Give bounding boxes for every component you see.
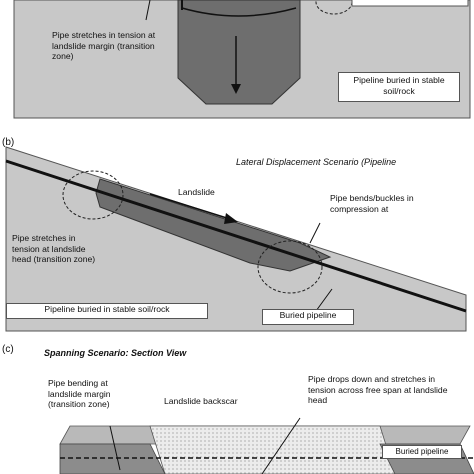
panel-c-tag: (c) bbox=[2, 344, 14, 355]
toe-zone-circle bbox=[257, 240, 323, 294]
backscar-face bbox=[149, 425, 396, 474]
panel-b-diagram bbox=[5, 146, 467, 332]
buried-pipe bbox=[5, 159, 467, 313]
compression-label: Pipe bends/buckles in compression at bbox=[330, 193, 414, 214]
callout-line bbox=[145, 0, 151, 21]
head-tension-label: Pipe stretches in tension at landslide h… bbox=[12, 233, 96, 264]
landslide-arrow-head bbox=[224, 213, 238, 224]
bending-label: Pipe bending at landslide margin (transi… bbox=[48, 378, 111, 409]
buried-pipeline-label-c: Buried pipeline bbox=[382, 445, 462, 459]
head-scarp-curve bbox=[181, 7, 297, 17]
stable-soil-label: Pipeline buried in stable soil/rock bbox=[338, 72, 460, 102]
head-zone-circle bbox=[62, 170, 124, 220]
stable-soil-label-b: Pipeline buried in stable soil/rock bbox=[6, 303, 208, 319]
pipe-tension-label: Pipe stretches in tension at landslide m… bbox=[52, 30, 156, 61]
landslide-label: Landslide bbox=[178, 187, 215, 197]
panel-b-tag: (b) bbox=[2, 137, 15, 148]
top-right-label-box bbox=[351, 0, 469, 7]
panel-a-diagram bbox=[13, 0, 471, 119]
panel-a: Pipe stretches in tension at landslide m… bbox=[0, 0, 474, 135]
panel-b: (b) Lateral Displacement Scenario (Pipel… bbox=[0, 135, 474, 335]
panel-c-title: Spanning Scenario: Section View bbox=[44, 348, 187, 358]
compression-callout bbox=[309, 222, 321, 244]
buried-pipeline-label-b: Buried pipeline bbox=[262, 309, 354, 325]
buried-pipe-callout bbox=[315, 288, 333, 312]
landslide-body bbox=[177, 0, 301, 105]
panel-c: (c) Spanning Scenario: Section View Pipe… bbox=[0, 340, 474, 474]
landslide-arrow-shaft bbox=[149, 193, 231, 220]
panel-b-title: Lateral Displacement Scenario (Pipeline bbox=[236, 157, 397, 167]
drops-callout bbox=[261, 417, 301, 474]
panel-c-diagram bbox=[59, 417, 474, 474]
backscar-label: Landslide backscar bbox=[164, 396, 238, 406]
movement-arrow-head bbox=[231, 84, 241, 94]
bending-callout bbox=[109, 425, 121, 471]
drops-label: Pipe drops down and stretches in tension… bbox=[308, 374, 448, 405]
left-block bbox=[59, 443, 166, 474]
